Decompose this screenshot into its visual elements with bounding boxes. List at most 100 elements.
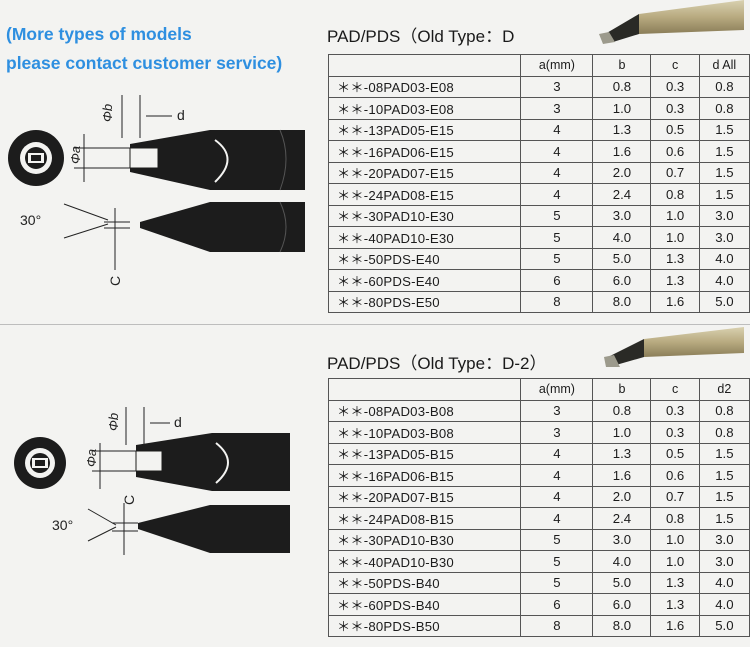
header-a: a(mm) <box>520 378 594 401</box>
d-cell: 4.0 <box>698 269 750 292</box>
b-cell: 1.6 <box>592 140 652 163</box>
model-cell: ＊＊-40PAD10-B30 <box>327 550 522 573</box>
c-cell: 1.6 <box>650 614 700 637</box>
header-d: d All <box>698 54 750 77</box>
b-cell: 8.0 <box>592 290 652 313</box>
model-cell: ＊＊-30PAD10-B30 <box>327 528 522 551</box>
section-type-d: (More types of models please contact cus… <box>6 0 750 313</box>
model-cell: ＊＊-60PDS-B40 <box>327 593 522 616</box>
d-cell: 1.5 <box>698 140 750 163</box>
d-cell: 4.0 <box>698 571 750 594</box>
d-cell: 1.5 <box>698 485 750 508</box>
b-cell: 1.3 <box>592 118 652 141</box>
b-cell: 2.0 <box>592 161 652 184</box>
model-cell: ＊＊-08PAD03-E08 <box>327 75 522 98</box>
phi-b-label: Φb <box>106 413 121 431</box>
a-cell: 4 <box>520 485 594 508</box>
a-cell: 3 <box>520 399 594 422</box>
b-cell: 1.0 <box>592 421 652 444</box>
b-cell: 6.0 <box>592 593 652 616</box>
model-cell: ＊＊-60PDS-E40 <box>327 269 522 292</box>
b-cell: 1.3 <box>592 442 652 465</box>
model-cell: ＊＊-20PAD07-B15 <box>327 485 522 508</box>
c-cell: 0.8 <box>650 507 700 530</box>
dimension-lines <box>87 407 170 555</box>
header-model <box>327 54 522 77</box>
model-cell: ＊＊-50PDS-B40 <box>327 571 522 594</box>
a-cell: 6 <box>520 269 594 292</box>
c-cell: 1.3 <box>650 571 700 594</box>
a-cell: 4 <box>520 183 594 206</box>
header-c: c <box>650 54 700 77</box>
d-cell: 3.0 <box>698 204 750 227</box>
contact-notice: (More types of models please contact cus… <box>6 20 282 78</box>
a-cell: 4 <box>520 161 594 184</box>
model-cell: ＊＊-50PDS-E40 <box>327 247 522 270</box>
a-cell: 5 <box>520 571 594 594</box>
a-cell: 5 <box>520 204 594 227</box>
b-cell: 8.0 <box>592 614 652 637</box>
c-cell: 0.3 <box>650 97 700 120</box>
c-cell: 0.3 <box>650 75 700 98</box>
c-cell: 0.6 <box>650 464 700 487</box>
table-header-row: a(mm) b c d2 <box>327 378 750 401</box>
d-cell: 1.5 <box>698 442 750 465</box>
angle-label: 30° <box>20 212 41 228</box>
b-cell: 4.0 <box>592 226 652 249</box>
model-cell: ＊＊-10PAD03-B08 <box>327 421 522 444</box>
d-cell: 5.0 <box>698 290 750 313</box>
model-cell: ＊＊-40PAD10-E30 <box>327 226 522 249</box>
d-cell: 1.5 <box>698 183 750 206</box>
d-cell: 4.0 <box>698 247 750 270</box>
c-cell: 0.5 <box>650 118 700 141</box>
b-cell: 2.4 <box>592 507 652 530</box>
c-cell: 1.3 <box>650 593 700 616</box>
c-cell: 0.3 <box>650 399 700 422</box>
a-cell: 4 <box>520 442 594 465</box>
b-cell: 2.0 <box>592 485 652 508</box>
phi-a-label: Φa <box>68 146 83 164</box>
a-cell: 5 <box>520 247 594 270</box>
model-cell: ＊＊-20PAD07-E15 <box>327 161 522 184</box>
b-cell: 0.8 <box>592 75 652 98</box>
a-cell: 4 <box>520 507 594 530</box>
b-cell: 2.4 <box>592 183 652 206</box>
model-cell: ＊＊-24PAD08-B15 <box>327 507 522 530</box>
c-cell: 0.5 <box>650 442 700 465</box>
b-cell: 3.0 <box>592 204 652 227</box>
dimension-lines <box>63 95 172 270</box>
c-cell: 0.3 <box>650 421 700 444</box>
d-cell: 1.5 <box>698 161 750 184</box>
a-cell: 4 <box>520 118 594 141</box>
a-cell: 4 <box>520 140 594 163</box>
tip-top-view <box>129 129 305 191</box>
b-cell: 6.0 <box>592 269 652 292</box>
b-cell: 3.0 <box>592 528 652 551</box>
a-cell: 8 <box>520 614 594 637</box>
a-cell: 5 <box>520 528 594 551</box>
c-cell: 1.0 <box>650 550 700 573</box>
c-cell: 1.0 <box>650 204 700 227</box>
a-cell: 4 <box>520 464 594 487</box>
c-cell: 1.6 <box>650 290 700 313</box>
section-title: PAD/PDS（Old Type：D <box>327 27 515 46</box>
tip-side-view <box>140 201 305 253</box>
b-cell: 5.0 <box>592 247 652 270</box>
tip-photo <box>599 0 744 44</box>
a-cell: 5 <box>520 550 594 573</box>
d-cell: 1.5 <box>698 464 750 487</box>
